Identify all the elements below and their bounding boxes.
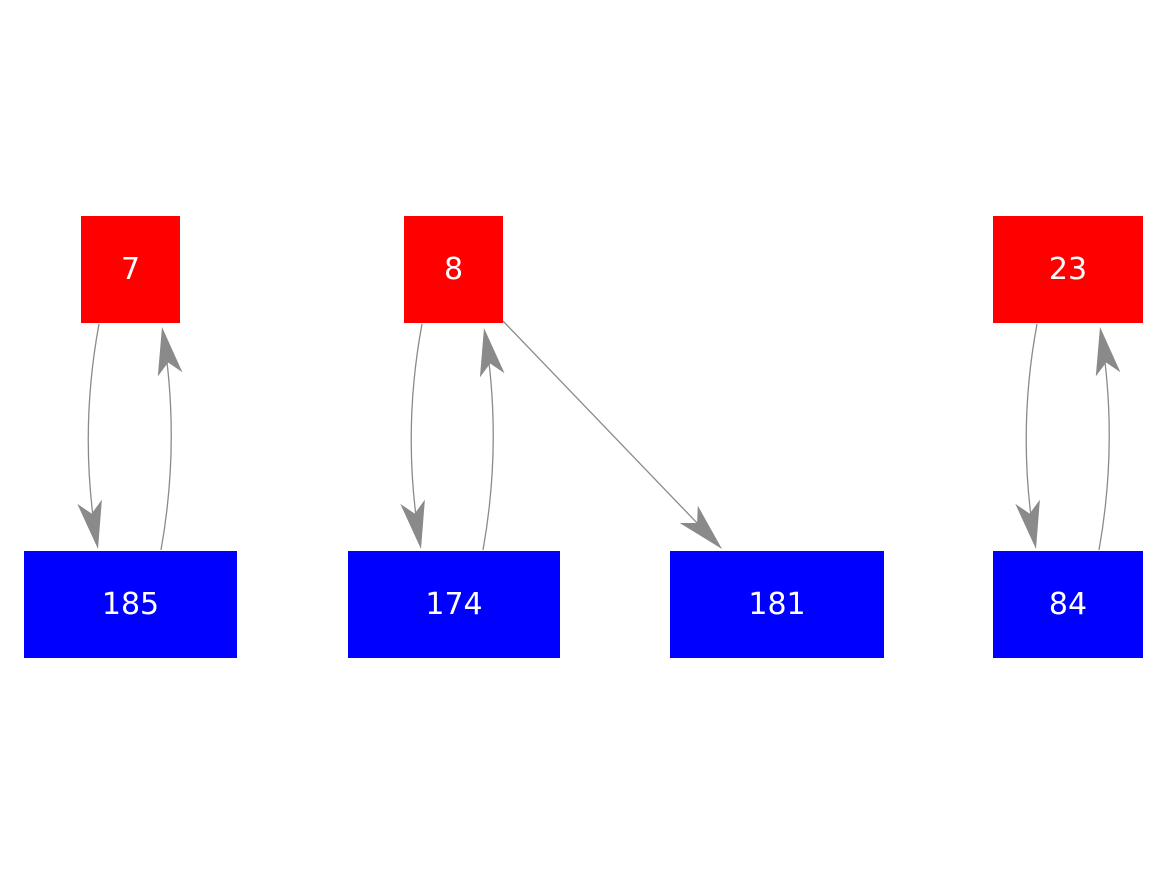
node-label: 84 — [1048, 586, 1088, 622]
edge-line — [502, 320, 699, 525]
edge-8-to-174 — [400, 323, 425, 549]
edge-line — [1025, 323, 1038, 516]
node-label: 185 — [101, 586, 160, 622]
node-174: 174 — [348, 551, 560, 658]
arrowhead-icon — [1015, 499, 1040, 549]
edge-line — [87, 323, 100, 516]
edge-174-to-8 — [479, 328, 505, 551]
node-23: 23 — [993, 216, 1143, 323]
arrowhead-icon — [157, 327, 183, 377]
node-label: 181 — [748, 586, 806, 622]
arrowhead-icon — [679, 505, 722, 549]
node-label: 23 — [1048, 251, 1088, 287]
edge-23-to-84 — [1015, 323, 1040, 549]
node-label: 8 — [443, 251, 464, 287]
edge-line — [410, 323, 423, 516]
edge-line — [1098, 360, 1110, 551]
arrowhead-icon — [400, 499, 425, 549]
node-label: 174 — [425, 586, 483, 622]
arrowhead-icon — [479, 328, 505, 378]
node-181: 181 — [670, 551, 884, 658]
node-185: 185 — [24, 551, 237, 658]
edge-7-to-185 — [77, 323, 102, 549]
edge-line — [482, 360, 494, 551]
edge-8-to-181 — [502, 320, 722, 549]
edge-line — [160, 360, 172, 551]
node-8: 8 — [404, 216, 503, 323]
edge-185-to-7 — [157, 327, 183, 551]
node-84: 84 — [993, 551, 1143, 658]
node-label: 7 — [120, 251, 141, 287]
edge-84-to-23 — [1095, 327, 1121, 551]
node-7: 7 — [81, 216, 180, 323]
arrowhead-icon — [77, 499, 102, 549]
arrowhead-icon — [1095, 327, 1121, 377]
